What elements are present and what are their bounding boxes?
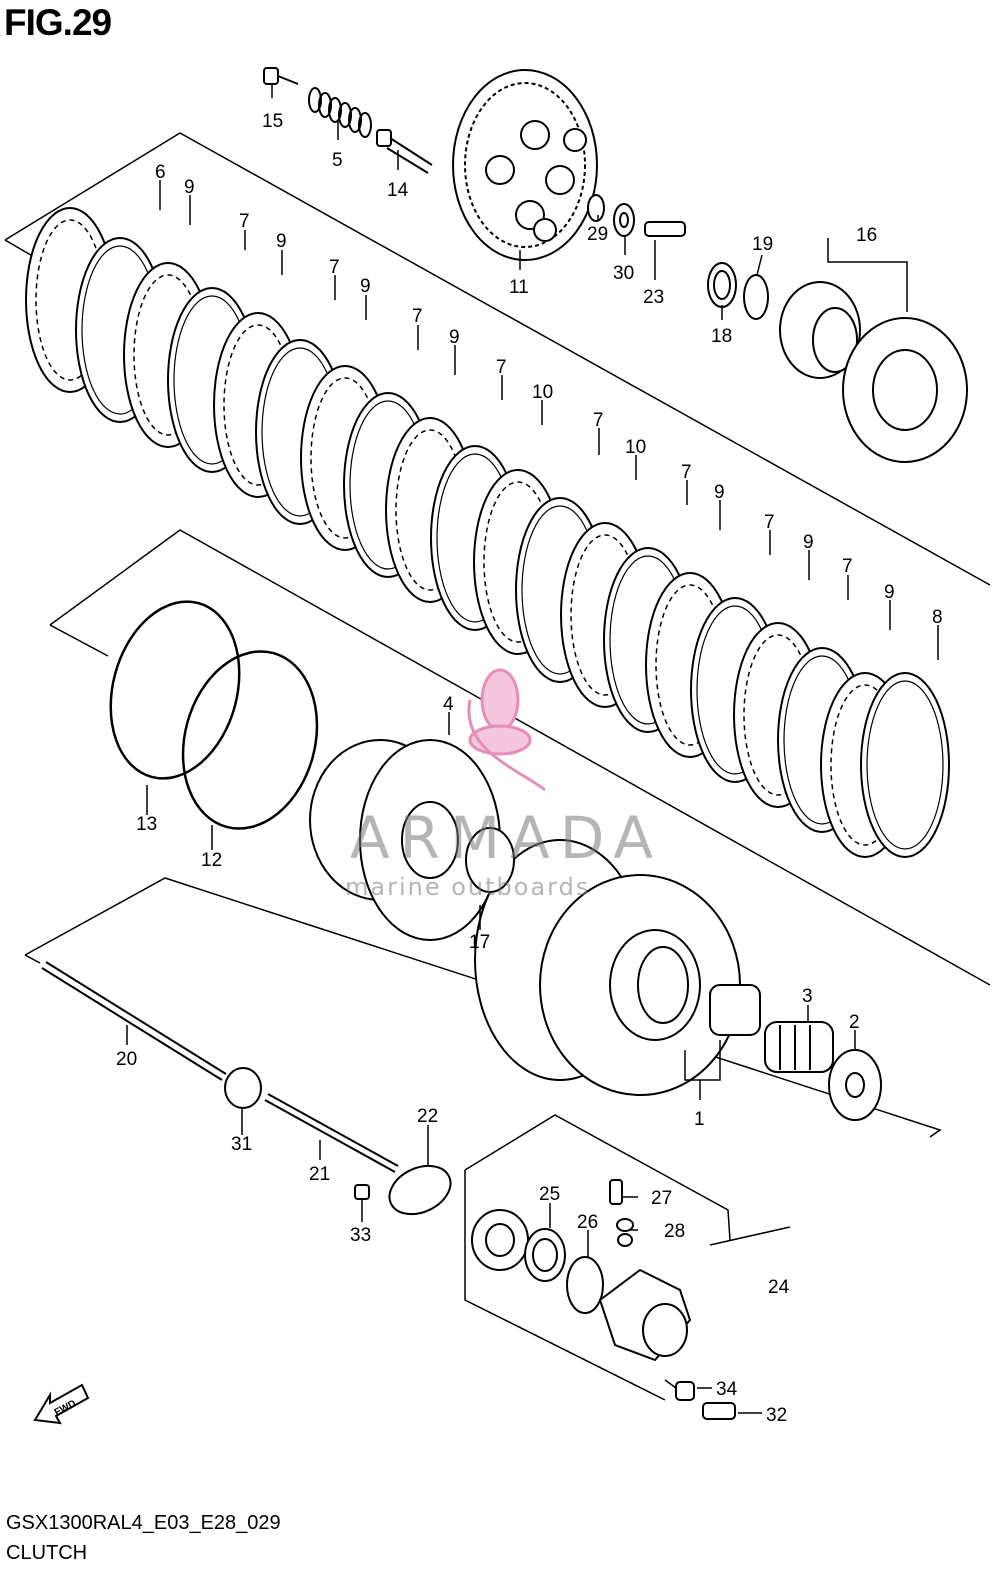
callout-22: 22	[417, 1106, 438, 1127]
callout-7g: 7	[764, 512, 775, 533]
callout-7f: 7	[681, 462, 692, 483]
callout-27: 27	[651, 1188, 672, 1209]
callout-4: 4	[443, 694, 454, 715]
callout-33: 33	[350, 1225, 371, 1246]
callout-30: 30	[613, 263, 634, 284]
callout-25: 25	[539, 1184, 560, 1205]
callout-23: 23	[643, 287, 664, 308]
callout-7c: 7	[412, 306, 423, 327]
callout-20: 20	[116, 1049, 137, 1070]
model-code: GSX1300RAL4_E03_E28_029	[6, 1512, 281, 1534]
callout-31: 31	[231, 1134, 252, 1155]
pressure-plate	[452, 69, 598, 261]
small-washers	[587, 194, 769, 320]
callout-29: 29	[587, 224, 608, 245]
callout-9b: 9	[276, 231, 287, 252]
forward-direction-arrow: FWD	[33, 1383, 90, 1425]
cover-22	[354, 1164, 452, 1216]
spring-5	[308, 87, 372, 138]
callout-18: 18	[711, 326, 732, 347]
callout-24: 24	[768, 1277, 790, 1298]
callout-9g: 9	[884, 582, 895, 603]
callout-7h: 7	[842, 556, 853, 577]
watermark-logo-icon	[467, 668, 546, 792]
callout-11: 11	[509, 277, 529, 298]
watermark-tagline: marine outboards	[345, 873, 590, 901]
callout-9d: 9	[449, 327, 460, 348]
callout-32: 32	[766, 1405, 787, 1426]
bolt-15	[263, 67, 299, 85]
callout-2: 2	[849, 1012, 860, 1033]
push-rods	[41, 961, 399, 1173]
clutch-housing-1	[465, 827, 761, 1096]
leader-lines	[126, 85, 939, 1414]
callout-3: 3	[802, 986, 813, 1007]
release-cylinder-24	[471, 1179, 736, 1420]
figure-title: FIG.29	[4, 2, 112, 43]
callout-8: 8	[932, 607, 943, 628]
callout-7e: 7	[593, 410, 604, 431]
hub-16	[779, 281, 968, 463]
callout-7d: 7	[496, 357, 507, 378]
callout-labels: 15 5 14 11 29 30 23 18 19 16 6 9 7 9 7 9…	[116, 111, 943, 1426]
callout-26: 26	[577, 1212, 598, 1233]
callout-13: 13	[136, 814, 157, 835]
callout-14: 14	[387, 180, 409, 201]
callout-16: 16	[856, 225, 877, 246]
callout-7a: 7	[239, 211, 250, 232]
sleeve-hub-4	[309, 739, 501, 941]
callout-10b: 10	[625, 437, 646, 458]
callout-9e: 9	[714, 482, 725, 503]
figure-name: CLUTCH	[6, 1542, 88, 1564]
callout-1: 1	[694, 1109, 705, 1130]
callout-34: 34	[716, 1379, 738, 1400]
callout-7b: 7	[329, 257, 340, 278]
callout-10a: 10	[532, 382, 553, 403]
watermark-brand: ARMADA	[350, 804, 663, 872]
callout-9f: 9	[803, 532, 814, 553]
wire-rings	[109, 600, 319, 830]
callout-9c: 9	[360, 276, 371, 297]
watermark: ARMADA marine outboards	[345, 668, 663, 901]
callout-5: 5	[332, 150, 343, 171]
needle-bearing-3	[764, 1021, 834, 1073]
pin-14	[376, 129, 433, 174]
callout-6: 6	[155, 162, 166, 183]
callout-19: 19	[752, 234, 773, 255]
callout-12: 12	[201, 850, 222, 871]
callout-21: 21	[309, 1164, 330, 1185]
thrust-washer-2	[828, 1049, 882, 1121]
callout-15: 15	[262, 111, 283, 132]
callout-28: 28	[664, 1221, 685, 1242]
callout-9a: 9	[184, 177, 195, 198]
callout-17: 17	[469, 932, 490, 953]
